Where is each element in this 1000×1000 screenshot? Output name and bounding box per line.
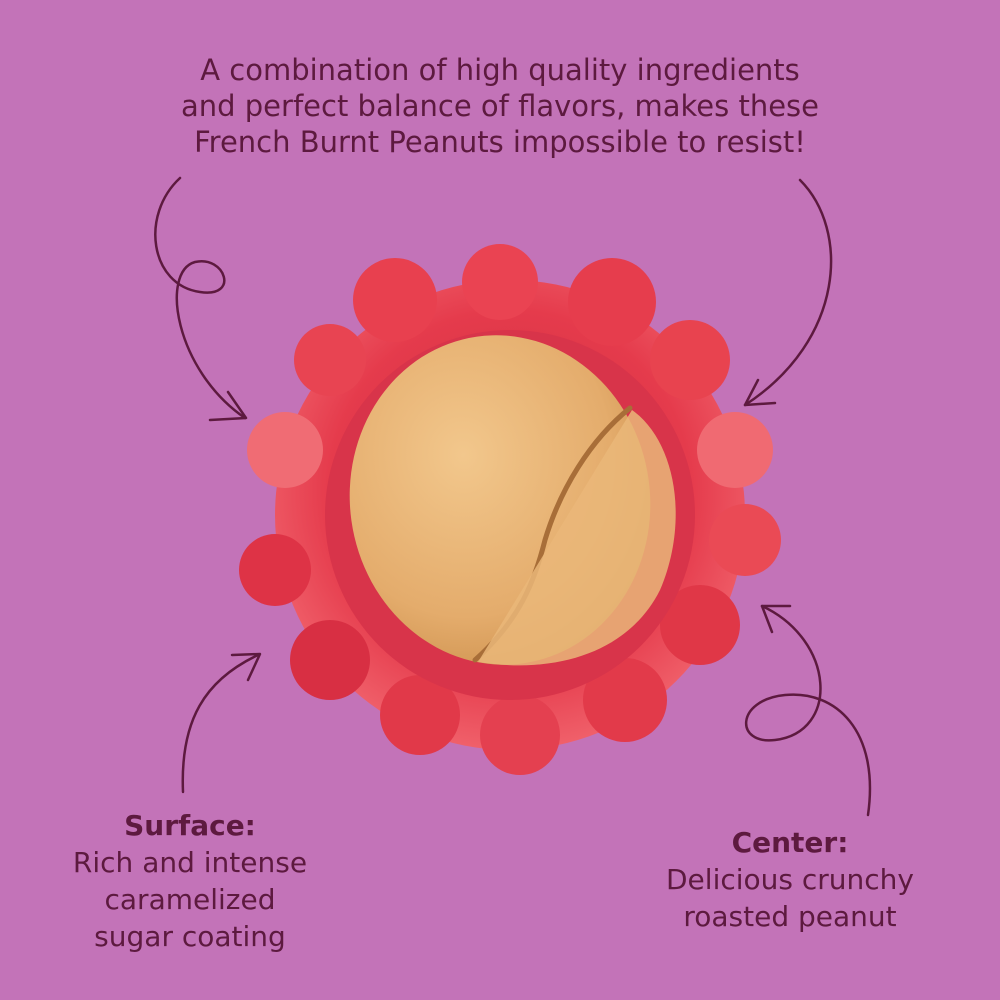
surface-title: Surface: bbox=[124, 809, 256, 842]
surface-line-2: caramelized bbox=[104, 883, 276, 916]
center-line-1: Delicious crunchy bbox=[666, 863, 914, 896]
headline-line-3: French Burnt Peanuts impossible to resis… bbox=[194, 125, 806, 159]
headline-line-2: and perfect balance of flavors, makes th… bbox=[181, 89, 819, 123]
arrow-bottom-right-head-icon bbox=[760, 604, 792, 634]
surface-line-1: Rich and intense bbox=[72, 846, 308, 879]
headline: A combination of high quality ingredient… bbox=[100, 52, 900, 160]
surface-callout: Surface: Rich and intense caramelized su… bbox=[40, 808, 340, 955]
arrow-top-left-icon bbox=[154, 176, 247, 420]
center-line-2: roasted peanut bbox=[683, 900, 897, 933]
headline-line-1: A combination of high quality ingredient… bbox=[200, 53, 800, 87]
center-title: Center: bbox=[731, 826, 849, 859]
arrow-top-right-head-icon bbox=[743, 378, 777, 407]
arrow-bottom-left-icon bbox=[181, 653, 260, 794]
surface-line-3: sugar coating bbox=[94, 920, 286, 953]
peanut-center bbox=[349, 335, 676, 666]
arrow-bottom-right-icon bbox=[745, 604, 872, 817]
arrow-top-right-icon bbox=[743, 178, 833, 407]
arrow-bottom-left-head-icon bbox=[230, 652, 262, 682]
arrow-top-left-head-icon bbox=[208, 390, 248, 422]
center-callout: Center: Delicious crunchy roasted peanut bbox=[630, 825, 950, 935]
